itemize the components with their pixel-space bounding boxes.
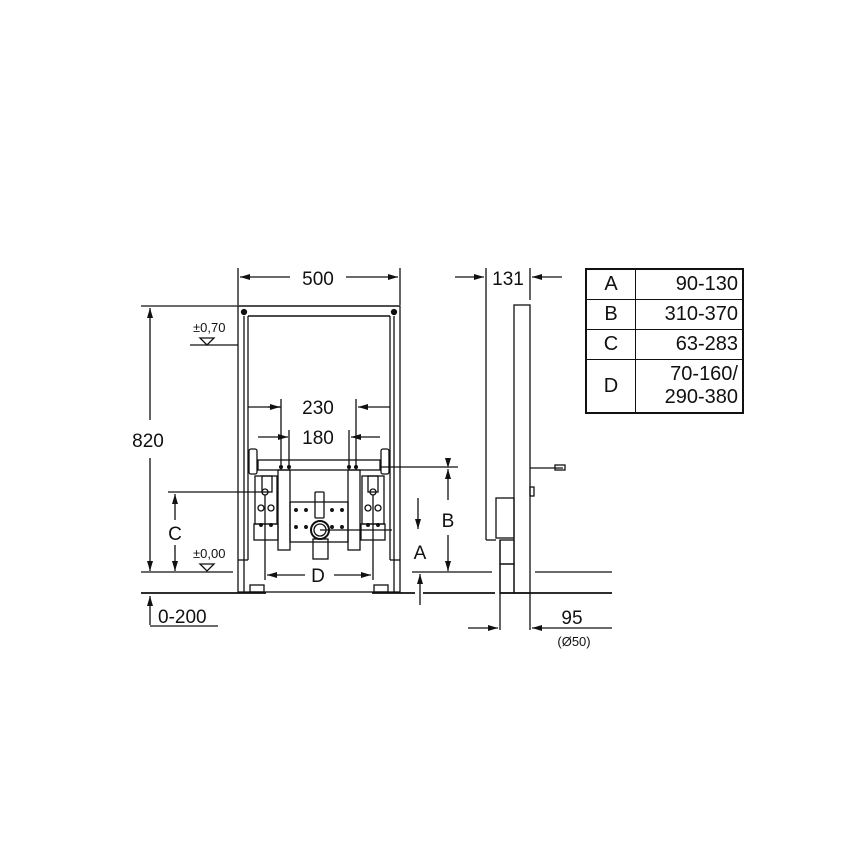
table-value-line-2: 290-380 bbox=[664, 386, 738, 408]
dim-d-label: D bbox=[311, 566, 325, 587]
width-500-label: 500 bbox=[302, 269, 334, 290]
table-value: 63-283 bbox=[635, 329, 744, 360]
table-value-line-1: 70-160/ bbox=[670, 363, 738, 385]
inner-width-180-label: 180 bbox=[302, 428, 334, 449]
level-floor-label: ±0,00 bbox=[193, 546, 225, 561]
inner-width-230-label: 230 bbox=[302, 398, 334, 419]
level-top-label: ±0,70 bbox=[193, 320, 225, 335]
table-row: B 310-370 bbox=[585, 299, 744, 330]
dim-a-label: A bbox=[414, 543, 427, 564]
table-value: 90-130 bbox=[635, 268, 744, 300]
dimension-table: A 90-130 B 310-370 C 63-283 D 70-160/ 29… bbox=[585, 268, 744, 414]
dim-c-label: C bbox=[168, 524, 182, 545]
table-key: A bbox=[585, 268, 636, 300]
pipe-offset-95-label: 95 bbox=[561, 608, 582, 629]
table-row: C 63-283 bbox=[585, 329, 744, 360]
table-value: 310-370 bbox=[635, 299, 744, 330]
table-key: C bbox=[585, 329, 636, 360]
table-row: D 70-160/ 290-380 bbox=[585, 359, 744, 414]
dim-b-label: B bbox=[442, 511, 455, 532]
depth-131-label: 131 bbox=[492, 269, 524, 290]
table-row: A 90-130 bbox=[585, 268, 744, 300]
height-820-label: 820 bbox=[132, 431, 164, 452]
floor-range-label: 0-200 bbox=[158, 607, 207, 628]
table-key: D bbox=[585, 359, 636, 414]
table-key: B bbox=[585, 299, 636, 330]
pipe-diameter-label: (Ø50) bbox=[557, 634, 590, 649]
table-value: 70-160/ 290-380 bbox=[635, 359, 744, 414]
